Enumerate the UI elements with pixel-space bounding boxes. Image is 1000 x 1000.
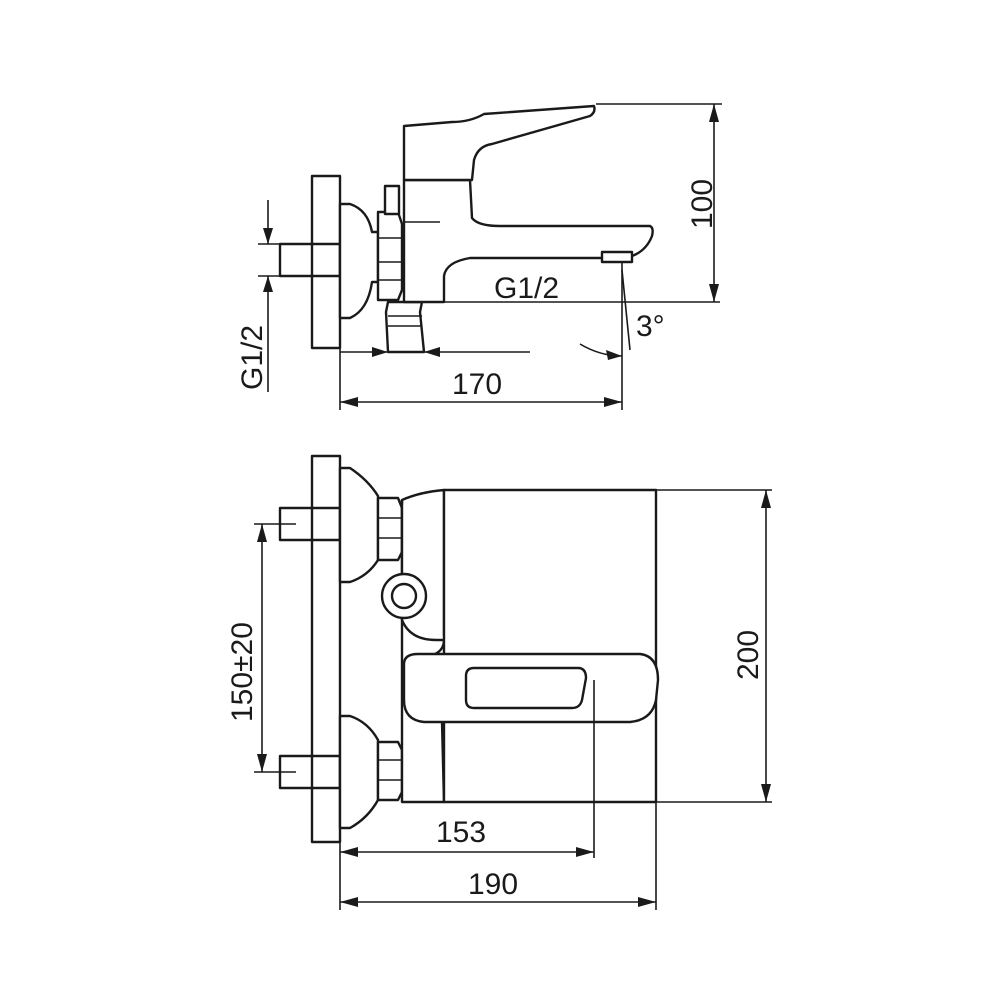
angle-label: 3°: [636, 310, 665, 343]
center-distance-label: 150±20: [226, 622, 259, 722]
lever-depth-label: 153: [436, 816, 486, 849]
top-flange-lower: [338, 714, 380, 830]
top-view: 150±20 200 153 190: [226, 454, 772, 910]
top-flange-upper: [338, 466, 380, 584]
side-diverter: [384, 300, 426, 354]
total-depth-label: 190: [468, 868, 518, 901]
side-lever: [402, 104, 596, 182]
side-spout-aerator: [600, 250, 634, 264]
height-label: 100: [686, 179, 719, 229]
inlet-thread-label: G1/2: [236, 325, 269, 390]
width-label: 200: [732, 630, 765, 680]
side-flange: [338, 202, 380, 320]
depth-label: 170: [452, 368, 502, 401]
side-small-cap: [383, 184, 401, 216]
top-wall: [310, 454, 342, 844]
top-lever-slot: [464, 666, 588, 710]
side-inlet-pipe: [278, 242, 342, 278]
side-body-spout: [402, 178, 654, 304]
spout-thread-label: G1/2: [494, 272, 559, 305]
side-wall: [310, 174, 342, 350]
top-spout: [442, 488, 658, 804]
side-view: G1/2 100 3° G1/2 170: [236, 103, 722, 410]
top-nut-upper: [376, 496, 404, 562]
side-nut: [376, 210, 404, 302]
top-nut-lower: [376, 740, 404, 802]
